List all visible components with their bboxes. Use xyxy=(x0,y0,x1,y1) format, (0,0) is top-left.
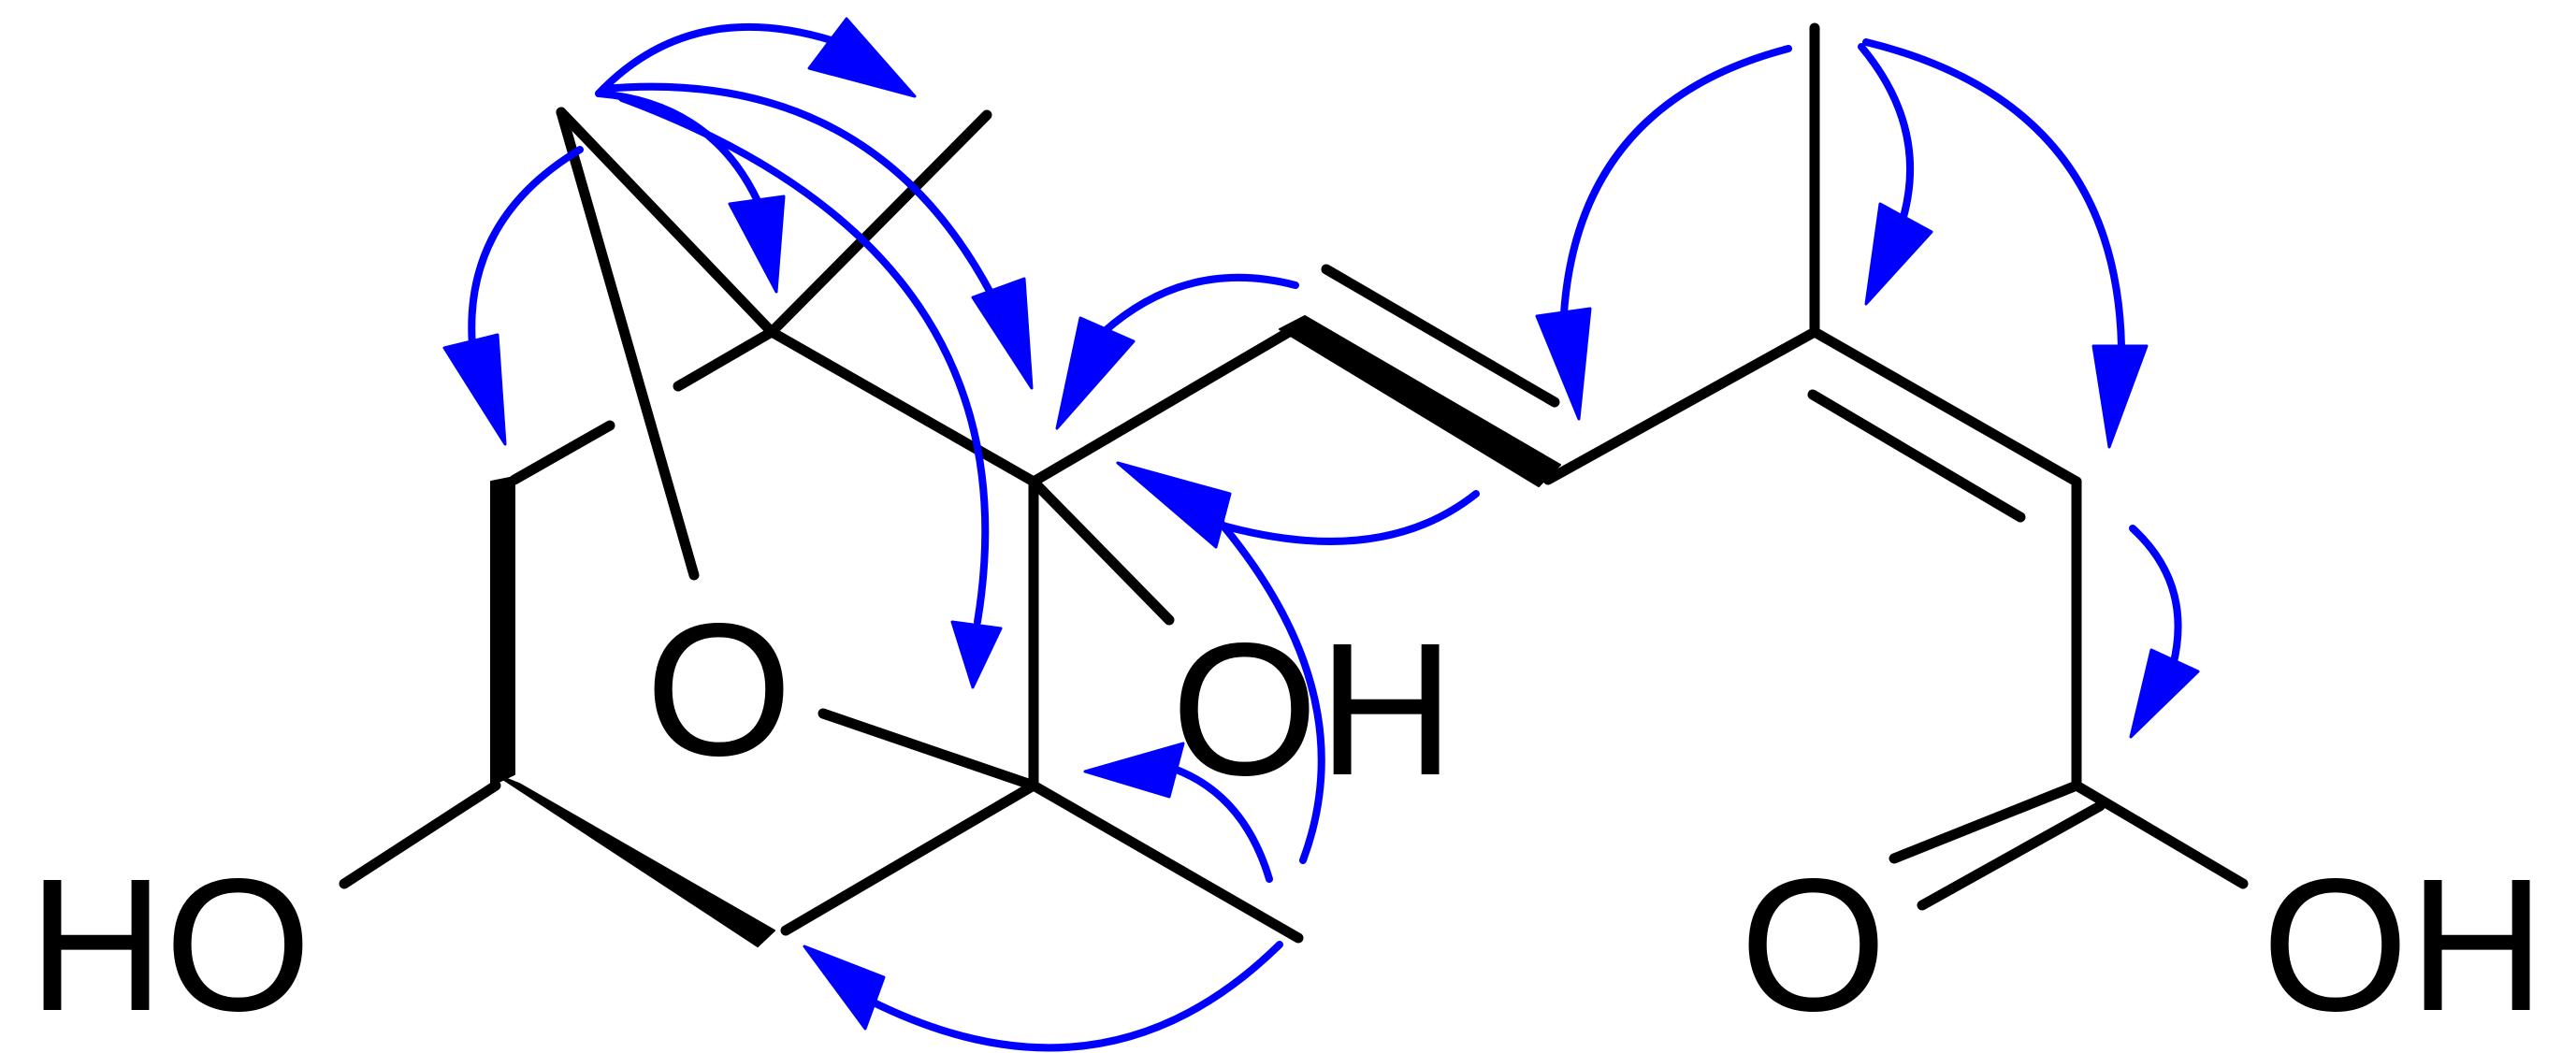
correlation-arrow xyxy=(866,941,1283,1052)
arrowhead xyxy=(1116,461,1213,542)
bonds xyxy=(339,22,2249,947)
bond xyxy=(1917,801,2106,911)
arrowhead xyxy=(1535,307,1592,421)
arrowhead xyxy=(803,945,886,1031)
bond xyxy=(1028,326,1295,487)
arrowhead xyxy=(950,620,1003,689)
arrowhead xyxy=(728,195,786,294)
arrowhead xyxy=(2091,344,2149,449)
bond xyxy=(2071,780,2249,889)
correlation-arrow xyxy=(595,22,841,97)
atom-labels: O OH HO O OH xyxy=(28,584,2545,1050)
bond xyxy=(818,708,1039,791)
wedge-bond xyxy=(495,773,775,947)
bond xyxy=(1807,389,2026,523)
arrowhead xyxy=(807,17,917,98)
bond xyxy=(339,780,501,889)
correlation-arrow xyxy=(600,82,995,298)
arrowhead xyxy=(1864,202,1933,306)
hydroxyl-left-label: HO xyxy=(28,839,311,1050)
correlation-arrows xyxy=(442,17,2200,1052)
wedge-bond xyxy=(490,476,515,786)
correlation-arrow xyxy=(1560,45,1792,317)
carbonyl-oxygen-label: O xyxy=(1740,839,1887,1050)
ring-oxygen-label: O xyxy=(645,584,792,795)
correlation-arrow xyxy=(1170,765,1273,883)
wedge-bond xyxy=(1279,315,1561,487)
acid-hydroxyl-label: OH xyxy=(2262,839,2545,1050)
arrowhead xyxy=(971,277,1034,390)
bond xyxy=(673,326,777,392)
bond xyxy=(1889,780,2082,864)
correlation-arrow xyxy=(1858,43,1914,230)
hydroxyl-center-label: OH xyxy=(1171,603,1454,815)
correlation-arrow xyxy=(1212,513,1325,864)
bond xyxy=(766,326,1039,487)
correlation-arrow xyxy=(468,146,584,350)
arrowhead xyxy=(1055,316,1136,430)
arrowhead xyxy=(1083,742,1185,799)
correlation-arrow xyxy=(1212,490,1480,545)
correlation-arrow xyxy=(1100,273,1299,336)
correlation-arrow xyxy=(1862,38,2125,350)
bond xyxy=(509,420,615,485)
bond xyxy=(1028,476,1175,626)
arrowhead xyxy=(442,333,507,446)
arrowhead xyxy=(2129,648,2200,739)
bond xyxy=(780,780,1039,936)
bond xyxy=(556,107,777,338)
bond xyxy=(556,107,700,581)
bond xyxy=(766,109,992,338)
correlation-arrow xyxy=(2129,525,2182,670)
bond xyxy=(1542,326,1820,485)
bond xyxy=(1028,780,1304,944)
bond xyxy=(1321,264,1560,408)
bond xyxy=(1809,326,2082,487)
correlation-arrow xyxy=(618,94,990,626)
